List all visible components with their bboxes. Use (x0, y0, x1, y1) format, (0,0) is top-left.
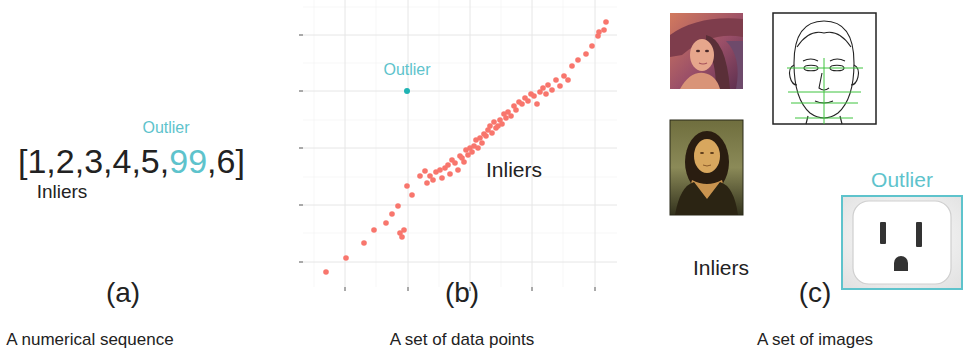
data-point (525, 98, 531, 104)
data-point (343, 255, 349, 261)
data-point (491, 119, 497, 125)
data-point (477, 135, 483, 141)
data-point (469, 149, 475, 155)
data-point (557, 83, 563, 89)
data-point (455, 167, 461, 173)
outlier-label: Outlier (142, 119, 189, 137)
portrait-image (670, 13, 743, 89)
portrait-image (670, 120, 743, 215)
inliers-label: Inliers (37, 181, 88, 203)
data-point (475, 145, 481, 151)
outlier-value: 99 (169, 142, 207, 181)
data-point (439, 175, 445, 181)
plot-panel (303, 0, 617, 287)
inliers-label: Inliers (693, 256, 749, 280)
panel-letter: (b) (445, 277, 479, 309)
guide-lines (787, 58, 863, 124)
data-point (479, 140, 485, 146)
data-point (565, 77, 571, 83)
scatter-plot (299, 0, 617, 291)
data-point (399, 234, 405, 240)
axis-ticks (299, 35, 595, 291)
data-point (575, 57, 581, 63)
data-point (561, 73, 567, 79)
data-point (389, 211, 395, 217)
data-point (417, 173, 423, 179)
data-point (503, 115, 509, 121)
data-point (461, 159, 467, 165)
panel-letter: (a) (106, 277, 140, 309)
minor-grid (303, 0, 617, 287)
data-point (445, 162, 451, 168)
data-point (422, 168, 428, 174)
face-sketch (773, 13, 876, 124)
sequence-part: ,6] (207, 142, 245, 181)
data-point (549, 87, 555, 93)
outlier-point (404, 88, 410, 94)
data-point (513, 107, 519, 113)
panel-caption: A numerical sequence (6, 330, 173, 350)
outlier-label: Outlier (871, 168, 933, 192)
data-point (601, 27, 607, 33)
data-point (424, 180, 430, 186)
panel-caption: A set of images (757, 330, 873, 350)
data-point (531, 93, 537, 99)
data-point (430, 177, 436, 183)
image-frame: Outlier (841, 195, 963, 290)
data-point (401, 227, 407, 233)
data-point (499, 121, 505, 127)
outlier-label: Outlier (383, 61, 430, 79)
data-point (395, 203, 401, 209)
data-point (569, 63, 575, 69)
panel-letter: (c) (799, 277, 832, 309)
data-point (519, 101, 525, 107)
data-point (487, 123, 493, 129)
inliers-label: Inliers (486, 158, 542, 182)
panel-caption: A set of data points (390, 330, 535, 350)
data-point (483, 133, 489, 139)
data-point (404, 183, 410, 189)
outlet-image (843, 197, 961, 288)
data-point (361, 240, 367, 246)
data-point (583, 51, 589, 57)
major-grid (303, 0, 617, 287)
data-point (543, 91, 549, 97)
data-point (447, 171, 453, 177)
data-point (371, 227, 377, 233)
data-point (589, 43, 595, 49)
data-point (596, 29, 602, 35)
data-point (603, 19, 609, 25)
data-point (553, 77, 559, 83)
data-point (452, 160, 458, 166)
data-point (383, 220, 389, 226)
data-point (323, 269, 329, 275)
data-point (409, 192, 415, 198)
inlier-points (323, 19, 609, 275)
data-point (534, 101, 540, 107)
data-point (545, 82, 551, 88)
sequence-part: [1,2,3,4,5, (18, 142, 169, 181)
data-point (508, 113, 514, 119)
data-point (437, 167, 443, 173)
data-point (540, 85, 546, 91)
data-point (489, 130, 495, 136)
